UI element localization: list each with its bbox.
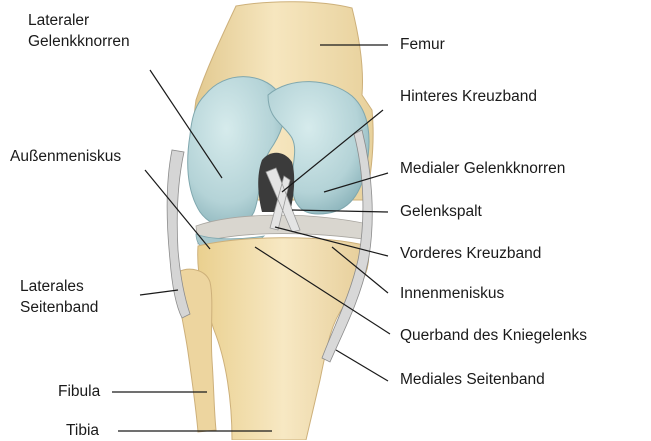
label-vorderes-kreuzband: Vorderes Kreuzband bbox=[400, 243, 541, 264]
label-mediales-seitenband: Mediales Seitenband bbox=[400, 369, 545, 390]
label-tibia: Tibia bbox=[66, 420, 99, 441]
label-lateraler-gelenkknorren: Lateraler Gelenkknorren bbox=[28, 10, 130, 52]
label-hinteres-kreuzband: Hinteres Kreuzband bbox=[400, 86, 537, 107]
label-fibula: Fibula bbox=[58, 381, 100, 402]
tibia-bone bbox=[198, 238, 369, 440]
label-aussenmeniskus: Außenmeniskus bbox=[10, 146, 121, 167]
label-medialer-gelenkknorren: Medialer Gelenkknorren bbox=[400, 158, 565, 179]
label-gelenkspalt: Gelenkspalt bbox=[400, 201, 482, 222]
label-innenmeniskus: Innenmeniskus bbox=[400, 283, 504, 304]
label-querband: Querband des Kniegelenks bbox=[400, 325, 587, 346]
label-femur: Femur bbox=[400, 34, 445, 55]
label-laterales-seitenband: Laterales Seitenband bbox=[20, 276, 98, 318]
